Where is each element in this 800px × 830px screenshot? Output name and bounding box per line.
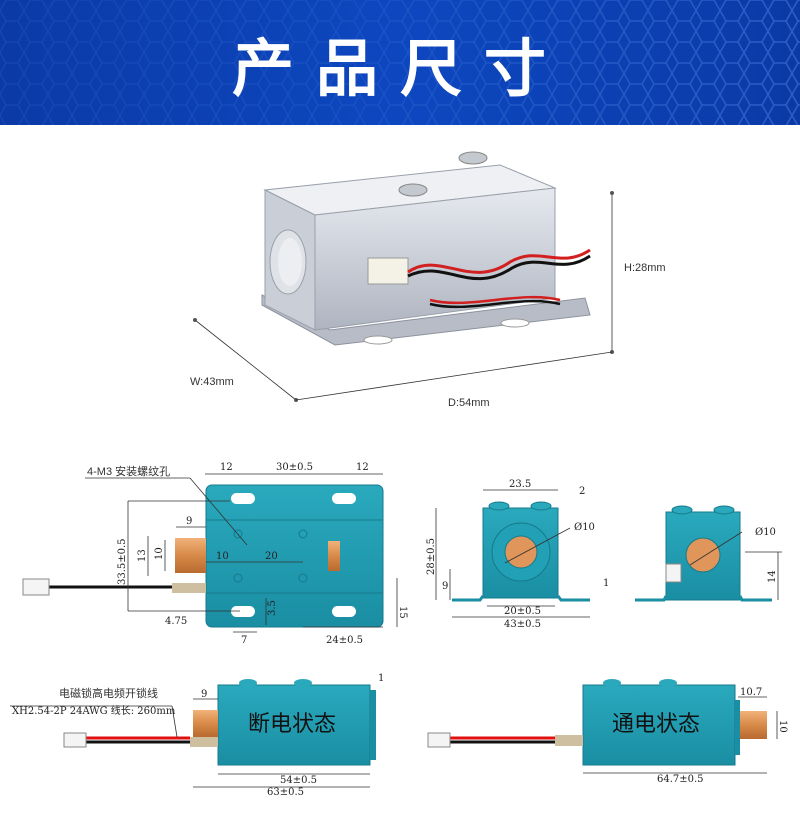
off-state-drawing <box>10 679 376 788</box>
off-dim-body-len: 54±0.5 <box>280 775 317 786</box>
product-photo <box>193 151 614 402</box>
dim-hole-x: 10 <box>216 551 229 562</box>
off-dim-total-len: 63±0.5 <box>267 787 304 798</box>
dim-right-h: 15 <box>397 606 408 619</box>
mount-hole-callout: 4-M3 安装螺纹孔 <box>87 464 170 478</box>
dim-top-mid: 30±0.5 <box>276 462 313 473</box>
dim-height: 28±0.5 <box>426 538 437 575</box>
on-dim-plunger-d: 10 <box>777 720 788 733</box>
on-dim-total-len: 64.7±0.5 <box>657 774 704 785</box>
dim-width-top: 23.5 <box>509 479 531 490</box>
on-state-label: 通电状态 <box>612 712 700 737</box>
dim-plunger: 9 <box>186 516 192 527</box>
wire-title: 电磁锁高电频开锁线 <box>59 686 158 700</box>
off-dim-gap: 1 <box>378 673 384 684</box>
rear-dim-diameter: Ø10 <box>755 527 776 538</box>
on-state-drawing <box>427 679 778 774</box>
end-view-drawing <box>435 489 590 618</box>
header-banner: 产品尺寸 <box>0 0 800 125</box>
dimension-drawings: H:28mm W:43mm D:54mm 4-M3 安装螺纹孔 <box>10 151 788 798</box>
off-state-label: 断电状态 <box>248 712 336 737</box>
dim-left-height: 33.5±0.5 <box>117 538 128 585</box>
on-dim-extension: 10.7 <box>740 687 762 698</box>
dim-axis-h: 9 <box>442 581 448 592</box>
rear-dim-axis-h: 14 <box>767 570 778 583</box>
depth-label: D:54mm <box>448 397 490 409</box>
dim-slot-offset: 4.75 <box>165 616 187 627</box>
rear-view-drawing <box>635 505 782 602</box>
width-label: W:43mm <box>190 376 234 388</box>
dim-h10: 10 <box>154 547 165 560</box>
dim-slot-h: 3.5 <box>267 600 278 616</box>
dim-top-left: 12 <box>220 462 233 473</box>
front-view-drawing <box>22 473 398 633</box>
height-label: H:28mm <box>624 262 666 274</box>
dim-diameter: Ø10 <box>574 522 595 533</box>
off-dim-plunger: 9 <box>201 689 207 700</box>
dim-thickness: 1 <box>603 578 609 589</box>
wire-spec: XH2.54-2P 24AWG 线长: 260mm <box>12 704 176 717</box>
page-title: 产品尺寸 <box>231 32 568 105</box>
dim-bottom-right: 24±0.5 <box>326 635 363 646</box>
dim-h13: 13 <box>137 549 148 562</box>
dim-total-w: 43±0.5 <box>504 619 541 630</box>
dim-boss: 2 <box>579 486 585 497</box>
hexagon-pattern <box>0 0 800 125</box>
dim-slot-w: 7 <box>241 635 247 646</box>
dim-top-right: 12 <box>356 462 369 473</box>
dim-inner-w: 20±0.5 <box>504 606 541 617</box>
dim-hole-gap: 20 <box>265 551 278 562</box>
